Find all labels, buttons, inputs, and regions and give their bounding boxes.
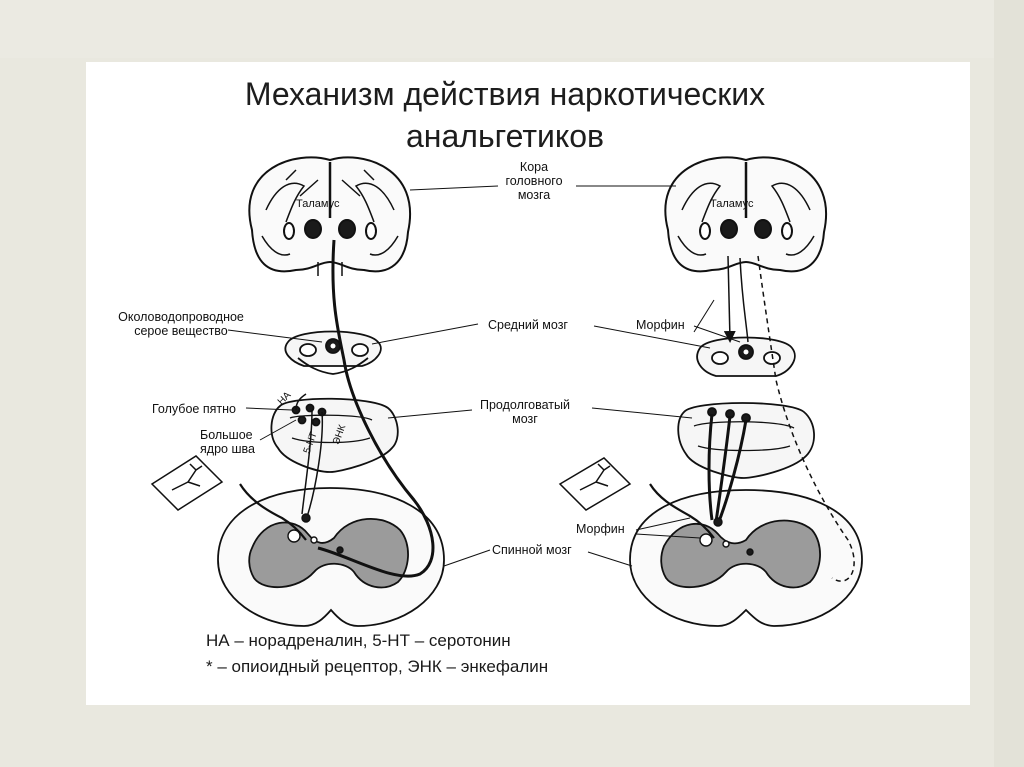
label-medulla: Продолговатый мозг	[472, 398, 578, 426]
left-midbrain	[284, 330, 382, 375]
right-brain	[664, 156, 827, 273]
label-periaqueductal-line2: серое вещество	[134, 324, 228, 338]
label-locus: Голубое пятно	[152, 402, 236, 416]
title-line-1: Механизм действия наркотических	[244, 76, 766, 112]
label-cortex-line1: Кора	[519, 160, 549, 174]
left-skin-patch	[150, 455, 224, 511]
right-medulla	[677, 402, 815, 479]
right-pathways	[649, 255, 855, 582]
label-medulla-line1: Продолговатый	[480, 398, 570, 412]
left-leaders	[227, 185, 499, 567]
left-spinal-cord	[217, 487, 445, 627]
slide-frame-right	[994, 0, 1024, 767]
label-raphe: Большое ядро шва	[200, 428, 255, 456]
right-spinal-cord	[629, 489, 863, 627]
label-medulla-line2: мозг	[512, 412, 538, 426]
label-thalamus-right: Таламус	[710, 198, 754, 210]
left-medulla	[270, 397, 399, 473]
left-synapses	[287, 513, 344, 554]
left-pathways	[239, 239, 435, 578]
legend-line-2: * – опиоидный рецептор, ЭНК – энкефалин	[206, 657, 549, 676]
label-periaqueductal-line1: Околоводопроводное	[118, 310, 244, 324]
label-thalamus-left: Таламус	[296, 198, 340, 210]
title-line-2: анальгетиков	[406, 118, 604, 154]
right-synapses	[699, 517, 754, 556]
label-cortex-line3: мозга	[517, 188, 551, 202]
label-morphine-lower: Морфин	[576, 522, 625, 536]
label-morphine-upper: Морфин	[636, 318, 685, 332]
label-cortex: Кора головного мозга	[492, 160, 576, 202]
legend-line-1: НА – норадреналин, 5-НТ – серотонин	[206, 631, 511, 650]
right-midbrain	[696, 336, 796, 377]
label-raphe-line2: ядро шва	[200, 442, 255, 456]
label-periaqueductal: Околоводопроводное серое вещество	[96, 310, 266, 338]
label-midbrain: Средний мозг	[488, 318, 568, 332]
label-raphe-line1: Большое	[200, 428, 253, 442]
slide-frame-top	[0, 0, 1024, 58]
left-brain	[248, 156, 411, 276]
label-spinal: Спинной мозг	[492, 543, 572, 557]
label-cortex-line2: головного	[505, 174, 563, 188]
right-leaders	[576, 185, 741, 567]
right-skin-patch	[558, 457, 632, 511]
